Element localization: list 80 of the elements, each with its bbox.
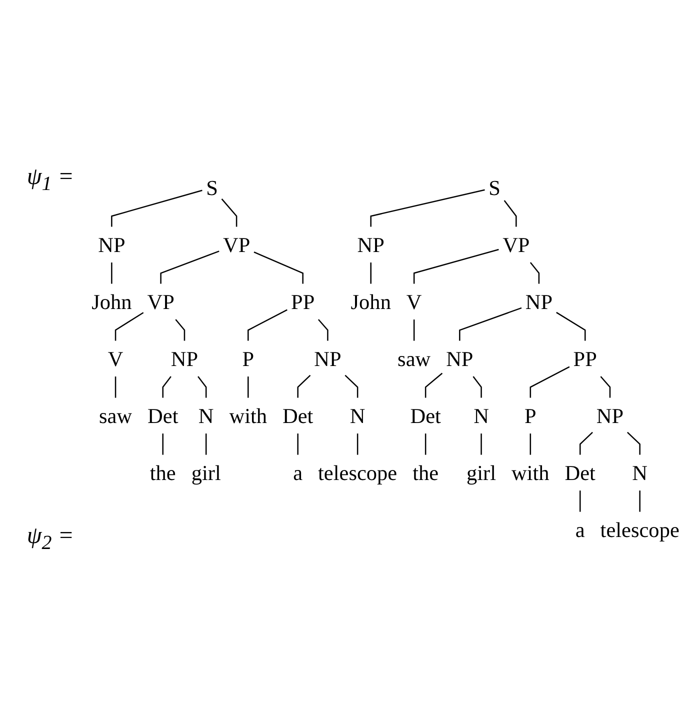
connector [198, 376, 207, 398]
connector [162, 434, 164, 456]
connector [114, 312, 144, 342]
node-text: telescope [318, 460, 398, 486]
connector [114, 376, 116, 398]
node-text: NP [446, 346, 474, 372]
formula-label: ψ$_{1}$ = [26, 164, 74, 196]
connector [370, 262, 372, 284]
connector [530, 366, 570, 398]
node-text: John [350, 290, 391, 314]
connector [424, 434, 426, 456]
node-text: PP [573, 346, 597, 372]
connector [579, 432, 593, 456]
connector [162, 376, 172, 398]
node-text: girl [191, 460, 221, 486]
connector [297, 434, 298, 456]
node-text: VP [147, 290, 174, 314]
connector [480, 434, 482, 456]
connector [413, 320, 415, 342]
node-text: Det [564, 460, 596, 486]
node-text: P [242, 346, 254, 372]
connector [248, 310, 288, 342]
node-text: VP [502, 232, 530, 258]
node-text: N [350, 404, 366, 428]
connector [344, 375, 358, 398]
connector [205, 434, 207, 456]
connector [254, 252, 304, 284]
connector [370, 190, 485, 228]
node-text: NP [357, 232, 384, 258]
node-text: S [488, 176, 500, 200]
node-text: P [524, 404, 536, 428]
node-text: V [406, 290, 422, 314]
node-text: the [412, 460, 439, 486]
node-text: with [229, 404, 268, 428]
connector [160, 250, 220, 284]
connector [459, 308, 522, 342]
node-text: NP [98, 232, 126, 258]
connector [556, 312, 586, 342]
node-text: with [512, 460, 550, 486]
node-text: NP [170, 346, 198, 372]
node-text: saw [398, 346, 431, 372]
connector [530, 262, 540, 284]
connector [111, 190, 202, 228]
node-text: Det [148, 404, 178, 428]
node-text: N [474, 404, 489, 428]
connector [504, 200, 517, 228]
node-text: the [150, 460, 176, 486]
connector [413, 249, 499, 284]
connector [600, 376, 611, 398]
node-text: V [108, 346, 124, 372]
node-text: Det [282, 404, 314, 428]
connector [472, 376, 482, 398]
connector [639, 490, 640, 512]
node-text: N [632, 460, 648, 486]
connector [318, 319, 328, 342]
connector [297, 375, 311, 398]
node-text: girl [466, 460, 496, 486]
node-text: N [198, 404, 214, 428]
node-text: a [575, 518, 585, 542]
node-text: a [293, 460, 303, 486]
node-text: S [206, 176, 218, 200]
connector [221, 198, 238, 228]
connector [111, 262, 112, 284]
node-text: NP [314, 346, 342, 372]
connector [175, 319, 186, 342]
formula-label: ψ$_{2}$ = [26, 522, 74, 554]
connector [627, 432, 640, 456]
connector [248, 376, 249, 398]
connector [424, 373, 443, 398]
node-text: saw [99, 404, 132, 428]
node-text: VP [222, 232, 250, 258]
node-text: NP [525, 290, 553, 314]
node-text: Det [410, 404, 441, 428]
connector [356, 434, 358, 456]
node-text: NP [596, 404, 624, 428]
node-text: John [92, 290, 132, 314]
connector [530, 434, 532, 456]
node-text: telescope [600, 518, 680, 542]
connector [579, 490, 581, 512]
node-text: PP [291, 290, 315, 314]
